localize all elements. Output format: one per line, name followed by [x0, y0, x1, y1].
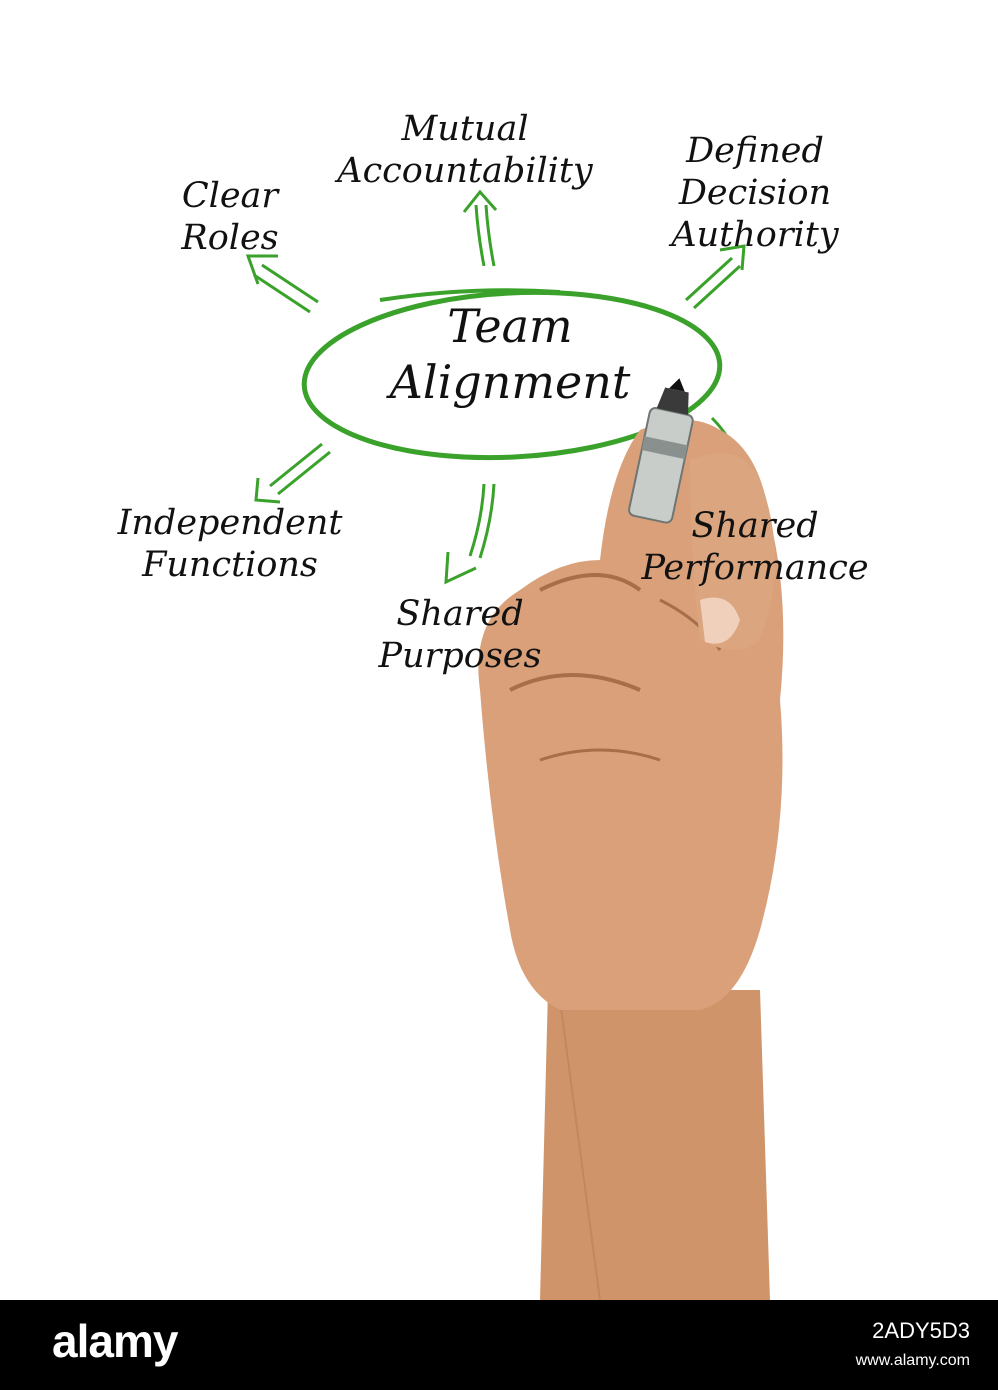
- arrow-to-mutual-accountability: [462, 189, 498, 267]
- watermark-site: www.alamy.com: [855, 1352, 970, 1369]
- branch-label-shared-purposes: Shared Purposes: [378, 594, 542, 676]
- ellipse-overlap-stroke: [379, 288, 561, 302]
- diagram-canvas: Team Alignment Clear Roles Mutual Accoun…: [117, 109, 869, 1300]
- center-label: Team Alignment: [350, 298, 670, 410]
- center-label-line2: Alignment: [389, 355, 631, 409]
- diagram-graphics: [245, 189, 784, 1300]
- branch-label-independent-functions: Independent Functions: [117, 503, 343, 585]
- arrow-to-shared-purposes: [444, 483, 496, 585]
- branch-label-shared-performance: Shared Performance: [641, 506, 869, 588]
- arrow-to-defined-decision-authority: [684, 244, 746, 310]
- center-label-line1: Team: [447, 299, 573, 353]
- image-code: 2ADY5D3: [872, 1318, 970, 1343]
- hand-with-marker-icon: [478, 378, 784, 1300]
- branch-label-clear-roles: Clear Roles: [181, 176, 279, 258]
- branch-label-mutual-accountability: Mutual Accountability: [337, 109, 593, 191]
- arrow-to-independent-functions: [254, 442, 331, 504]
- arrow-to-clear-roles: [245, 254, 319, 314]
- branch-label-defined-decision-authority: Defined Decision Authority: [671, 131, 839, 255]
- watermark-bar: alamy 2ADY5D3 www.alamy.com: [0, 1300, 998, 1390]
- center-ellipse: [301, 289, 723, 461]
- watermark-logo: alamy: [52, 1315, 178, 1367]
